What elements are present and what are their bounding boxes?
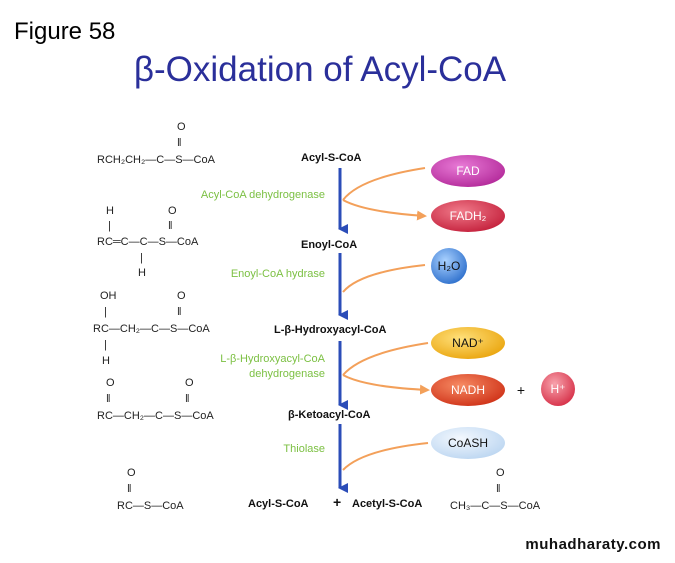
carbonyl-oxygen-2: O [168, 205, 177, 217]
compound-enoyl-coa: Enoyl-CoA [301, 239, 357, 251]
enzyme-enoyl-coa-hydrase: Enoyl-CoA hydrase [231, 268, 325, 280]
hplus-bubble [541, 372, 575, 406]
hydroxyl-bond: | [104, 306, 107, 318]
keto-bond: ‖ [106, 393, 111, 405]
side-arrow-coash [342, 442, 429, 471]
fadh2-bubble [431, 200, 505, 232]
compound-product-acyl-s-coa: Acyl-S-CoA [248, 498, 309, 510]
compound-hydroxyacyl-coa: L-β-Hydroxyacyl-CoA [274, 324, 387, 336]
structure-acetyl-s-coa: CH₃—C—S—CoA [450, 500, 541, 512]
carbonyl-bond-1: ‖ [177, 137, 182, 149]
fad-bubble [431, 155, 505, 187]
hydroxy-h-bond: | [104, 339, 107, 351]
hplus-label: H⁺ [551, 382, 566, 396]
compound-ketoacyl-coa: β-Ketoacyl-CoA [288, 409, 371, 421]
side-arrow-h2o [342, 264, 426, 293]
enoyl-h-top: H [106, 205, 114, 217]
fad-label: FAD [456, 164, 480, 178]
nadh-label: NADH [451, 383, 485, 397]
nadh-bubble [431, 374, 505, 406]
carbonyl-oxygen-4: O [185, 377, 194, 389]
carbonyl-oxygen-6: O [496, 467, 505, 479]
nad-bubble [431, 327, 505, 359]
hydroxy-h: H [102, 355, 110, 367]
structure-enoyl-coa: RC═C—C—S—CoA [97, 236, 199, 248]
side-arrow-nad [342, 342, 429, 376]
nad-label: NAD⁺ [452, 336, 484, 350]
enzyme-thiolase: Thiolase [283, 443, 325, 455]
carbonyl-oxygen-1: O [177, 121, 186, 133]
watermark: muhadharaty.com [525, 536, 661, 553]
fadh2-label: FADH₂ [450, 209, 487, 223]
compound-acetyl-s-coa: Acetyl-S-CoA [352, 498, 422, 510]
enzyme-hydroxyacyl-coa-line1: L-β-Hydroxyacyl-CoA [220, 353, 325, 365]
structure-hydroxyacyl-coa: RC—CH₂—C—S—CoA [93, 323, 210, 335]
enoyl-bond-bottom: | [140, 252, 143, 264]
hydroxyl-group: OH [100, 290, 117, 302]
structure-acyl-s-coa: RCH₂CH₂—C—S—CoA [97, 154, 216, 166]
enoyl-bond-top: | [108, 220, 111, 232]
h2o-label: H₂O [438, 259, 461, 273]
cofactor-plus-sign: + [517, 382, 525, 398]
keto-oxygen: O [106, 377, 115, 389]
carbonyl-oxygen-3: O [177, 290, 186, 302]
structure-ketoacyl-coa: RC—CH₂—C—S—CoA [97, 410, 214, 422]
side-arrow-fadh2 [342, 199, 427, 221]
carbonyl-bond-2: ‖ [168, 220, 173, 232]
carbonyl-bond-4: ‖ [185, 393, 190, 405]
side-arrow-fad [342, 167, 426, 201]
coash-label: CoASH [448, 436, 488, 450]
diagram-title: β-Oxidation of Acyl-CoA [133, 50, 507, 89]
side-arrow-nadh [342, 374, 430, 395]
reaction-plus-sign: + [333, 494, 341, 510]
structure-product-acyl-s-coa: RC—S—CoA [117, 500, 184, 512]
enzyme-acyl-coa-dehydrogenase: Acyl-CoA dehydrogenase [201, 189, 325, 201]
figure-label: Figure 58 [14, 18, 116, 45]
enzyme-hydroxyacyl-coa-line2: dehydrogenase [249, 368, 325, 380]
compound-acyl-s-coa: Acyl-S-CoA [301, 152, 362, 164]
coash-bubble [431, 427, 505, 459]
enoyl-h-bottom: H [138, 267, 146, 279]
carbonyl-bond-3: ‖ [177, 306, 182, 318]
carbonyl-oxygen-5: O [127, 467, 136, 479]
carbonyl-bond-6: ‖ [496, 483, 501, 495]
h2o-bubble [431, 248, 467, 284]
carbonyl-bond-5: ‖ [127, 483, 132, 495]
